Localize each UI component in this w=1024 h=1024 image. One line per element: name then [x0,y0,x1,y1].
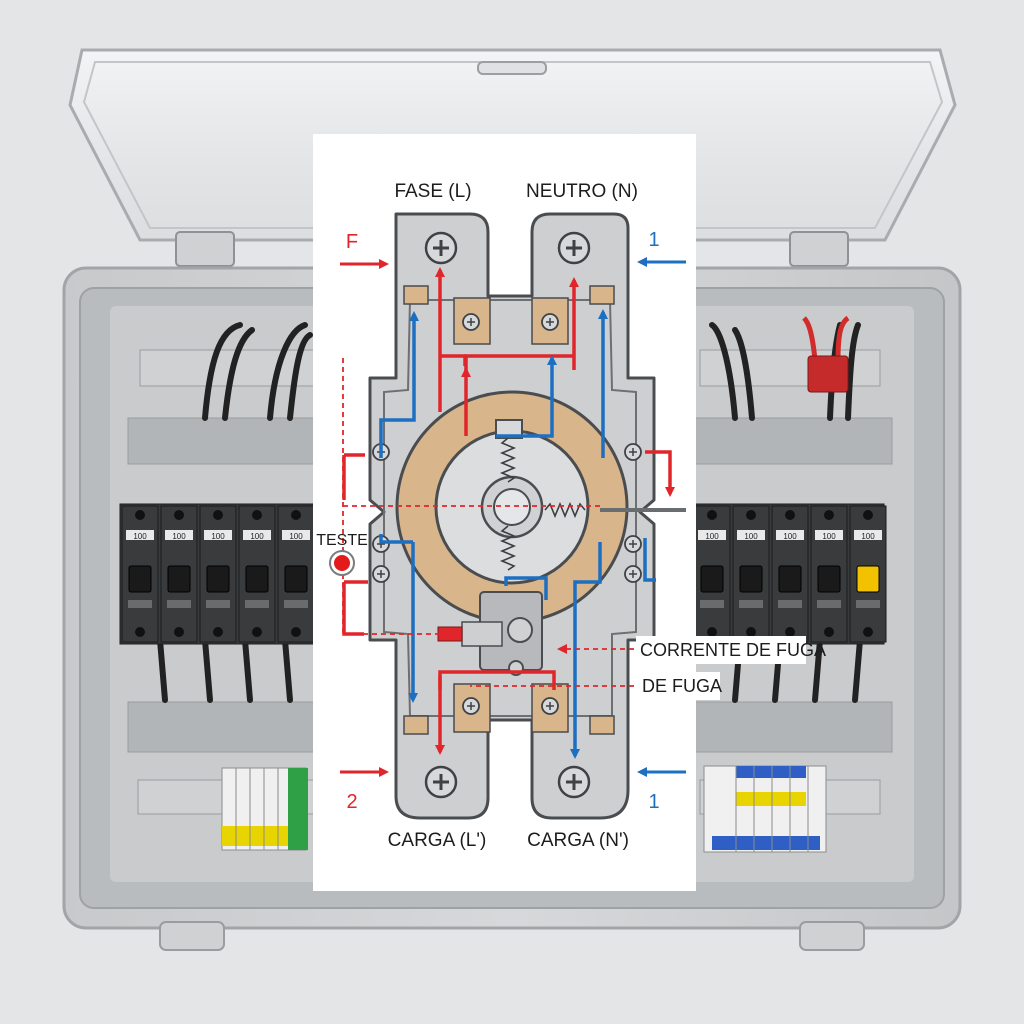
breaker-row-left: 100 100 100 100 100 [119,503,317,645]
core-clip [495,419,523,439]
terminal-block-red [807,355,849,393]
breaker-rating-label: 100 [861,532,875,541]
label-carga-l: CARGA (L') [388,830,487,851]
cables [157,322,863,703]
hinge-right [789,231,849,267]
marker-top-right: 1 [648,229,659,251]
breaker-rating-label: 100 [133,532,147,541]
screw-icon [624,535,642,553]
marker-bottom-right: 1 [648,791,659,813]
neutral-current-path [379,309,656,759]
phase-current-path [342,267,675,755]
marker-bottom-left: 2 [346,791,357,813]
breaker-rating-label: 100 [172,532,186,541]
lid-handle[interactable] [477,61,547,75]
label-corrente-de-fuga: CORRENTE DE FUGA [640,640,826,660]
breaker[interactable]: 100 [277,505,315,643]
hinge-left [175,231,235,267]
breaker[interactable]: 100 [732,505,770,643]
breaker-rating-label: 100 [744,532,758,541]
screw-icon [462,313,480,331]
mount-foot-right [799,921,865,951]
solenoid-red [437,626,463,642]
screw-icon[interactable] [424,231,458,265]
mount-foot-left [159,921,225,951]
screw-icon[interactable] [557,231,591,265]
trip-mechanism [437,591,543,676]
terminal-blocks-right [703,765,827,853]
screw-icon [624,565,642,583]
breaker-rating-label: 100 [783,532,797,541]
arrow-icon [340,257,686,777]
cable-duct-right [693,417,893,465]
breaker-row-right: 100 100 100 100 100 [693,503,887,645]
cable-duct-lower-right [693,701,893,753]
breaker-rating-label: 100 [822,532,836,541]
cable-duct-left [127,417,319,465]
breaker[interactable]: 100 [810,505,848,643]
label-de-fuga: DE FUGA [642,676,722,696]
breaker[interactable]: 100 [199,505,237,643]
breaker[interactable]: 100 [160,505,198,643]
breaker-rating-label: 100 [289,532,303,541]
screw-icon [541,313,559,331]
screw-icon[interactable] [424,765,458,799]
label-teste: TESTE [316,532,368,549]
screw-icon [462,697,480,715]
cable-duct-lower-left [127,701,319,753]
marker-f: F [346,231,358,253]
test-button-icon[interactable] [329,550,355,576]
label-carga-n: CARGA (N') [527,830,629,851]
leakage-lines [342,358,634,687]
breaker[interactable]: 100 [693,505,731,643]
breaker[interactable]: 100 [771,505,809,643]
breaker-rating-label: 100 [705,532,719,541]
screw-icon [372,565,390,583]
toroidal-core [395,390,629,624]
breaker[interactable]: 100 [238,505,276,643]
screw-icon [541,697,559,715]
breaker-rating-label: 100 [211,532,225,541]
breaker[interactable]: 100 [849,505,887,643]
spring-icon [499,437,586,571]
screw-icon [624,443,642,461]
terminal-blocks-left [221,767,308,851]
label-fase: FASE (L) [394,181,471,202]
breaker-rating-label: 100 [250,532,264,541]
screw-icon[interactable] [557,765,591,799]
label-neutro: NEUTRO (N) [526,181,638,202]
breaker[interactable]: 100 [121,505,159,643]
